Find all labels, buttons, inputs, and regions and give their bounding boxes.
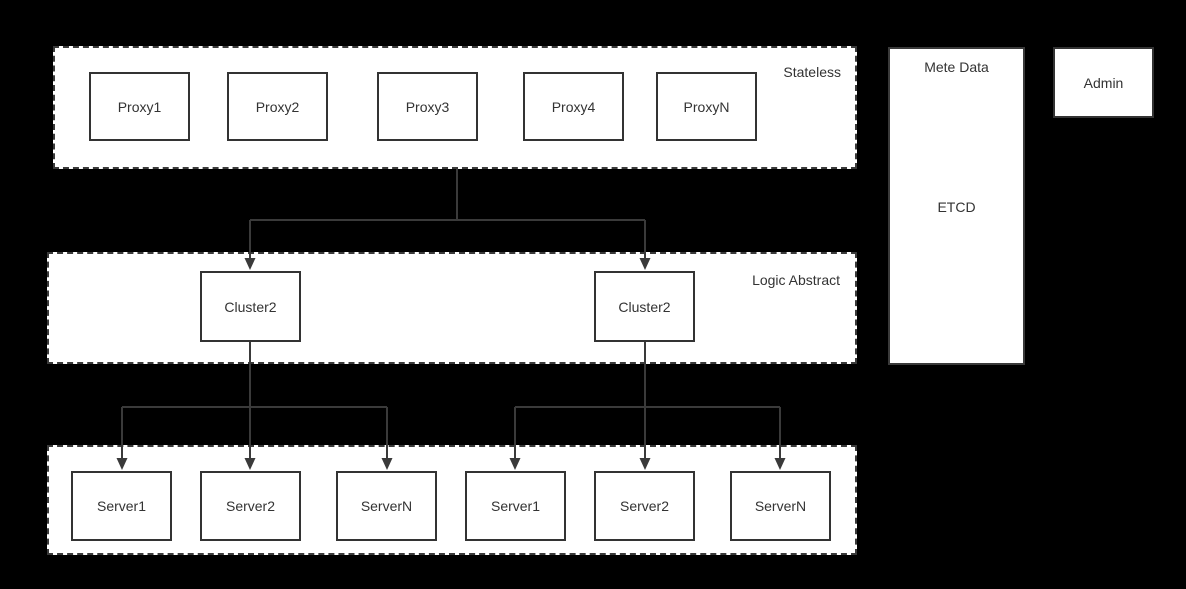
proxy1-node: Proxy1 [89,72,190,141]
etcd-label: ETCD [937,199,976,215]
cluster-node-left: Cluster2 [200,271,301,342]
logic-abstract-zone: Logic Abstract [47,252,857,364]
proxy2-node: Proxy2 [227,72,328,141]
meta-data-zone-label: Mete Data [924,59,989,75]
server1-node-group2: Server1 [465,471,566,541]
proxy3-node: Proxy3 [377,72,478,141]
server1-node-group1: Server1 [71,471,172,541]
meta-data-zone: Mete Data ETCD [888,47,1025,365]
proxy4-node: Proxy4 [523,72,624,141]
admin-node: Admin [1053,47,1154,118]
servern-node-group2: ServerN [730,471,831,541]
logic-abstract-zone-label: Logic Abstract [752,272,840,288]
stateless-zone-label: Stateless [783,64,841,80]
server2-node-group1: Server2 [200,471,301,541]
proxyn-node: ProxyN [656,72,757,141]
servern-node-group1: ServerN [336,471,437,541]
servers-zone [47,445,857,555]
server2-node-group2: Server2 [594,471,695,541]
cluster-node-right: Cluster2 [594,271,695,342]
